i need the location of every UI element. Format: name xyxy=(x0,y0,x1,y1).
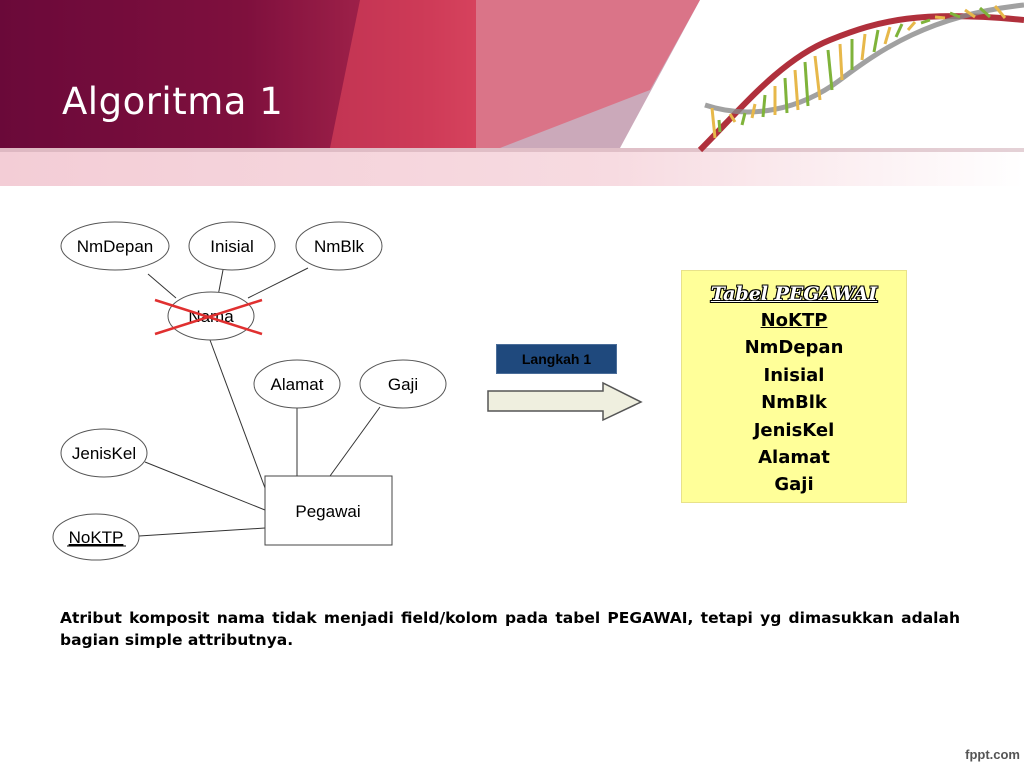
attribute-label: NmDepan xyxy=(77,237,154,256)
cross-out-icon xyxy=(154,298,263,336)
er-diagram: Pegawai NmDepan Inisial NmBlk Nama Alama… xyxy=(0,186,1024,606)
attribute-label: NmBlk xyxy=(314,237,365,256)
header-banner: Algoritma 1 xyxy=(0,0,1024,186)
step-label: Langkah 1 xyxy=(496,344,617,374)
er-diagram-canvas: Pegawai NmDepan Inisial NmBlk Nama Alama… xyxy=(52,221,643,561)
attribute-label: Alamat xyxy=(271,375,324,394)
attribute-label-key: NoKTP xyxy=(69,528,124,547)
attribute-alamat[interactable]: Alamat xyxy=(253,359,341,409)
attribute-jeniskel[interactable]: JenisKel xyxy=(60,428,148,478)
entity-pegawai[interactable]: Pegawai xyxy=(264,475,393,546)
table-title: Tabel PEGAWAI xyxy=(710,283,878,305)
table-field: NmDepan xyxy=(744,337,844,359)
table-pegawai: Tabel PEGAWAI NoKTP NmDepan Inisial NmBl… xyxy=(681,270,907,503)
attribute-inisial[interactable]: Inisial xyxy=(188,221,276,271)
attribute-label: JenisKel xyxy=(72,444,136,463)
table-field: Gaji xyxy=(774,474,814,496)
attribute-label: Inisial xyxy=(210,237,253,256)
attribute-noktp[interactable]: NoKTP xyxy=(52,513,140,561)
table-field: NmBlk xyxy=(761,392,827,414)
table-field: Alamat xyxy=(758,447,830,469)
table-field-key: NoKTP xyxy=(760,310,828,331)
slide-title: Algoritma 1 xyxy=(62,80,284,123)
attribute-gaji[interactable]: Gaji xyxy=(359,359,447,409)
header-background xyxy=(0,0,1024,186)
connector-lines xyxy=(138,267,381,537)
table-field: Inisial xyxy=(763,364,825,386)
attribute-nmblk[interactable]: NmBlk xyxy=(295,221,383,271)
watermark: fppt.com xyxy=(965,747,1020,762)
arrow-right-icon xyxy=(487,381,643,422)
entity-label: Pegawai xyxy=(295,502,360,521)
table-field: JenisKel xyxy=(753,419,835,441)
caption-text: Atribut komposit nama tidak menjadi fiel… xyxy=(60,609,960,649)
attribute-label: Gaji xyxy=(388,375,418,394)
attribute-nmdepan[interactable]: NmDepan xyxy=(60,221,170,271)
dna-helix-icon xyxy=(697,2,1024,153)
